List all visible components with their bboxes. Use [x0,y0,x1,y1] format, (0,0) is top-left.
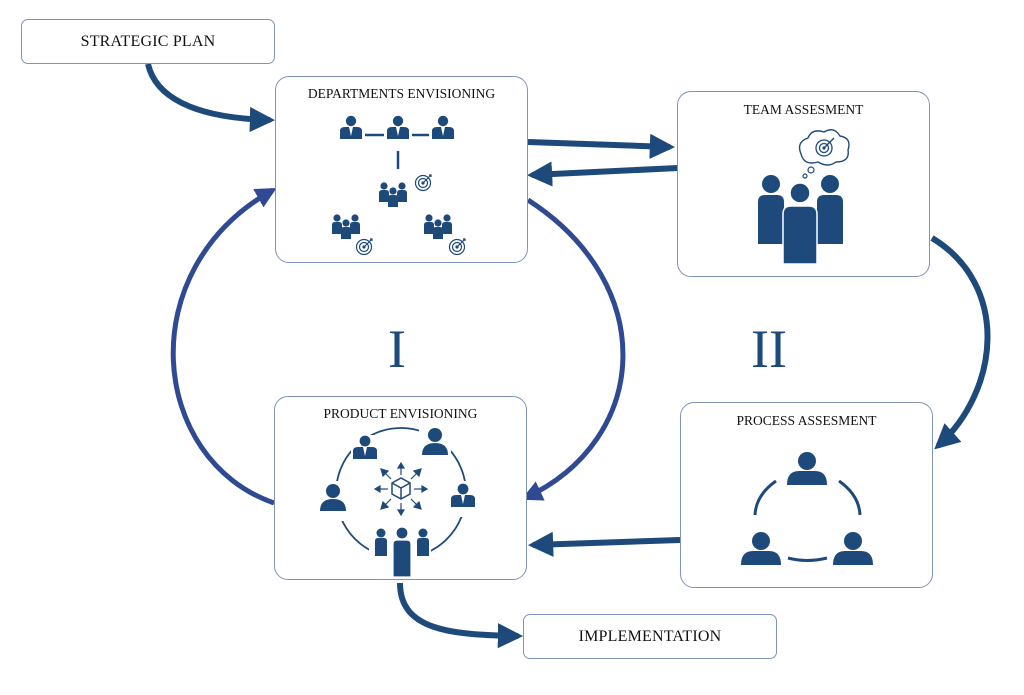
process-cycle-icon [741,452,873,565]
arrow-cycle-left [170,187,277,506]
arrow-team-to-process [930,235,991,450]
org-structure-icon [276,115,466,256]
cycle-label-1: I [388,319,406,379]
arrow-product-to-implementation [397,582,524,649]
departments-envisioning-box[interactable]: DEPARTMENTS ENVISIONING [275,76,528,263]
process-assesment-box[interactable]: PROCESS ASSESMENT [680,402,933,588]
implementation-box[interactable]: IMPLEMENTATION [523,614,777,659]
team-assesment-title: TEAM ASSESMENT [743,102,864,117]
process-assesment-title: PROCESS ASSESMENT [736,413,877,428]
implementation-label: IMPLEMENTATION [578,627,722,645]
product-envisioning-box[interactable]: PRODUCT ENVISIONING [274,396,527,580]
departments-envisioning-title: DEPARTMENTS ENVISIONING [307,86,496,101]
arrow-cycle-right [521,197,626,501]
team-thinking-icon [758,129,850,265]
arrow-strategic-to-departments [145,63,276,133]
arrow-departments-to-team [527,133,676,159]
product-team-icon [315,425,477,579]
arrow-team-to-departments [526,161,679,187]
cycle-label-2: II [751,319,787,379]
product-envisioning-title: PRODUCT ENVISIONING [323,406,478,421]
team-assesment-box[interactable]: TEAM ASSESMENT [677,91,930,277]
arrow-process-to-product [527,531,681,557]
strategic-plan-box[interactable]: STRATEGIC PLAN [21,19,275,64]
strategic-plan-label: STRATEGIC PLAN [80,32,216,50]
